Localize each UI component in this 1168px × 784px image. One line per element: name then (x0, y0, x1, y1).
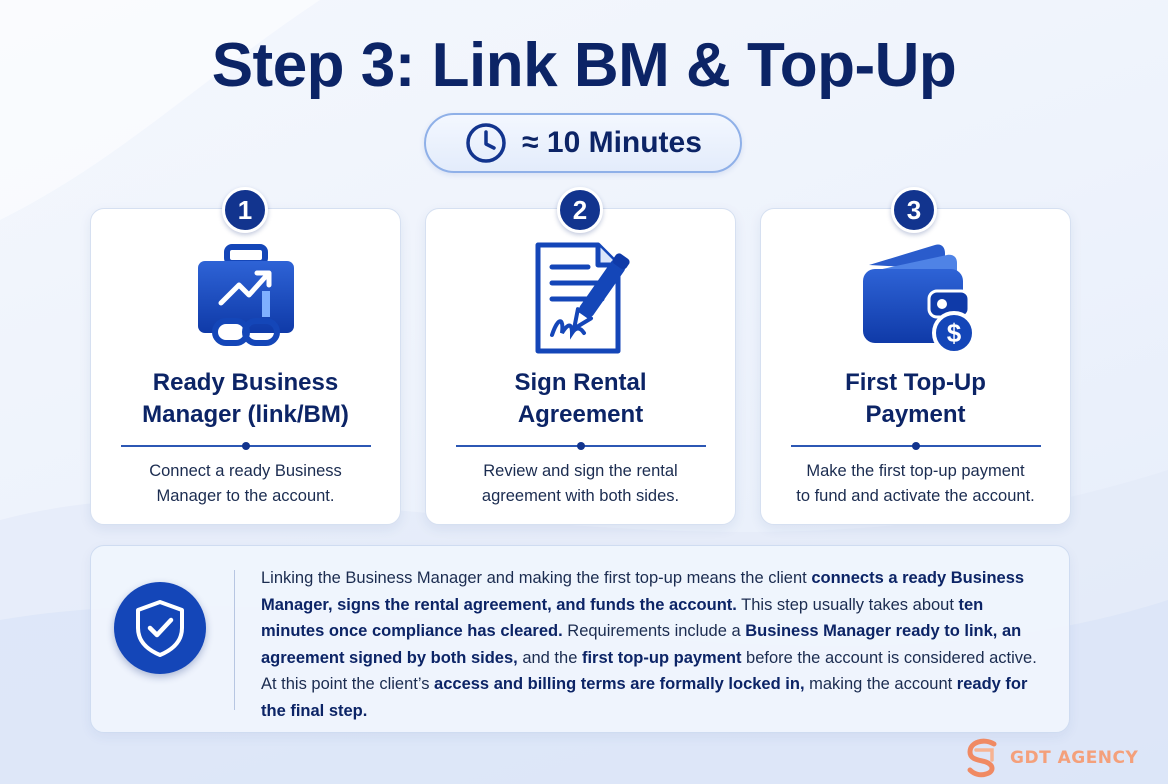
page-title: Step 3: Link BM & Top-Up (211, 31, 957, 100)
shield-check-icon (136, 600, 184, 657)
step-description: Connect a ready Business Manager to the … (149, 462, 342, 505)
step-description: Make the first top-up payment to fund an… (796, 462, 1035, 505)
summary-emphasis: ten minutes once compliance has cleared. (261, 595, 984, 641)
step-card-first-top-up-payment: $ First Top-Up Payment Make the first to… (760, 208, 1071, 525)
summary-emphasis: ready for the final step. (261, 675, 1028, 720)
note-separator (234, 570, 235, 710)
card-divider (791, 442, 1041, 450)
summary-segment: Linking the Business Manager and making … (261, 569, 812, 587)
step-card-ready-business-manager: Ready Business Manager (link/BM) Connect… (90, 208, 401, 525)
brand-watermark: GDT AGENCY (964, 738, 1138, 778)
step-title: Ready Business Manager (link/BM) (142, 369, 349, 428)
step-card-sign-rental-agreement: Sign Rental Agreement Review and sign th… (425, 208, 736, 525)
step-number-badge: 2 (557, 187, 603, 233)
gdt-logo-icon (967, 738, 997, 778)
shield-badge (114, 582, 206, 674)
summary-emphasis: access and billing terms are formally lo… (434, 675, 805, 693)
summary-segment: making the account (804, 675, 957, 693)
svg-text:$: $ (946, 318, 961, 348)
summary-text: Linking the Business Manager and making … (261, 565, 1051, 724)
brand-name: GDT AGENCY (1010, 748, 1139, 768)
step-title: First Top-Up Payment (845, 369, 986, 428)
step-title: Sign Rental Agreement (514, 369, 647, 428)
signed-document-pen-icon (535, 242, 630, 354)
briefcase-chart-link-icon (197, 244, 294, 346)
card-divider (456, 442, 706, 450)
step-number-badge: 3 (891, 187, 937, 233)
clock-icon (466, 123, 506, 163)
summary-emphasis: connects a ready Business Manager, signs… (261, 569, 1025, 614)
summary-segment: and the (517, 648, 582, 667)
duration-pill: ≈ 10 Minutes (424, 113, 742, 173)
wallet-dollar-icon: $ (862, 244, 976, 355)
summary-note: Linking the Business Manager and making … (90, 545, 1070, 733)
summary-emphasis: first top-up payment (581, 648, 742, 667)
step-description: Review and sign the rental agreement wit… (481, 462, 680, 505)
summary-segment: Requirements include a (562, 622, 746, 640)
summary-segment: before the account is considered active.… (261, 648, 1037, 694)
step-number-badge: 1 (222, 187, 268, 233)
summary-segment: This step usually takes about (736, 595, 959, 614)
duration-text: ≈ 10 Minutes (522, 126, 702, 159)
summary-emphasis: Business Manager ready to link, an agree… (261, 622, 1022, 667)
card-divider (121, 442, 371, 450)
